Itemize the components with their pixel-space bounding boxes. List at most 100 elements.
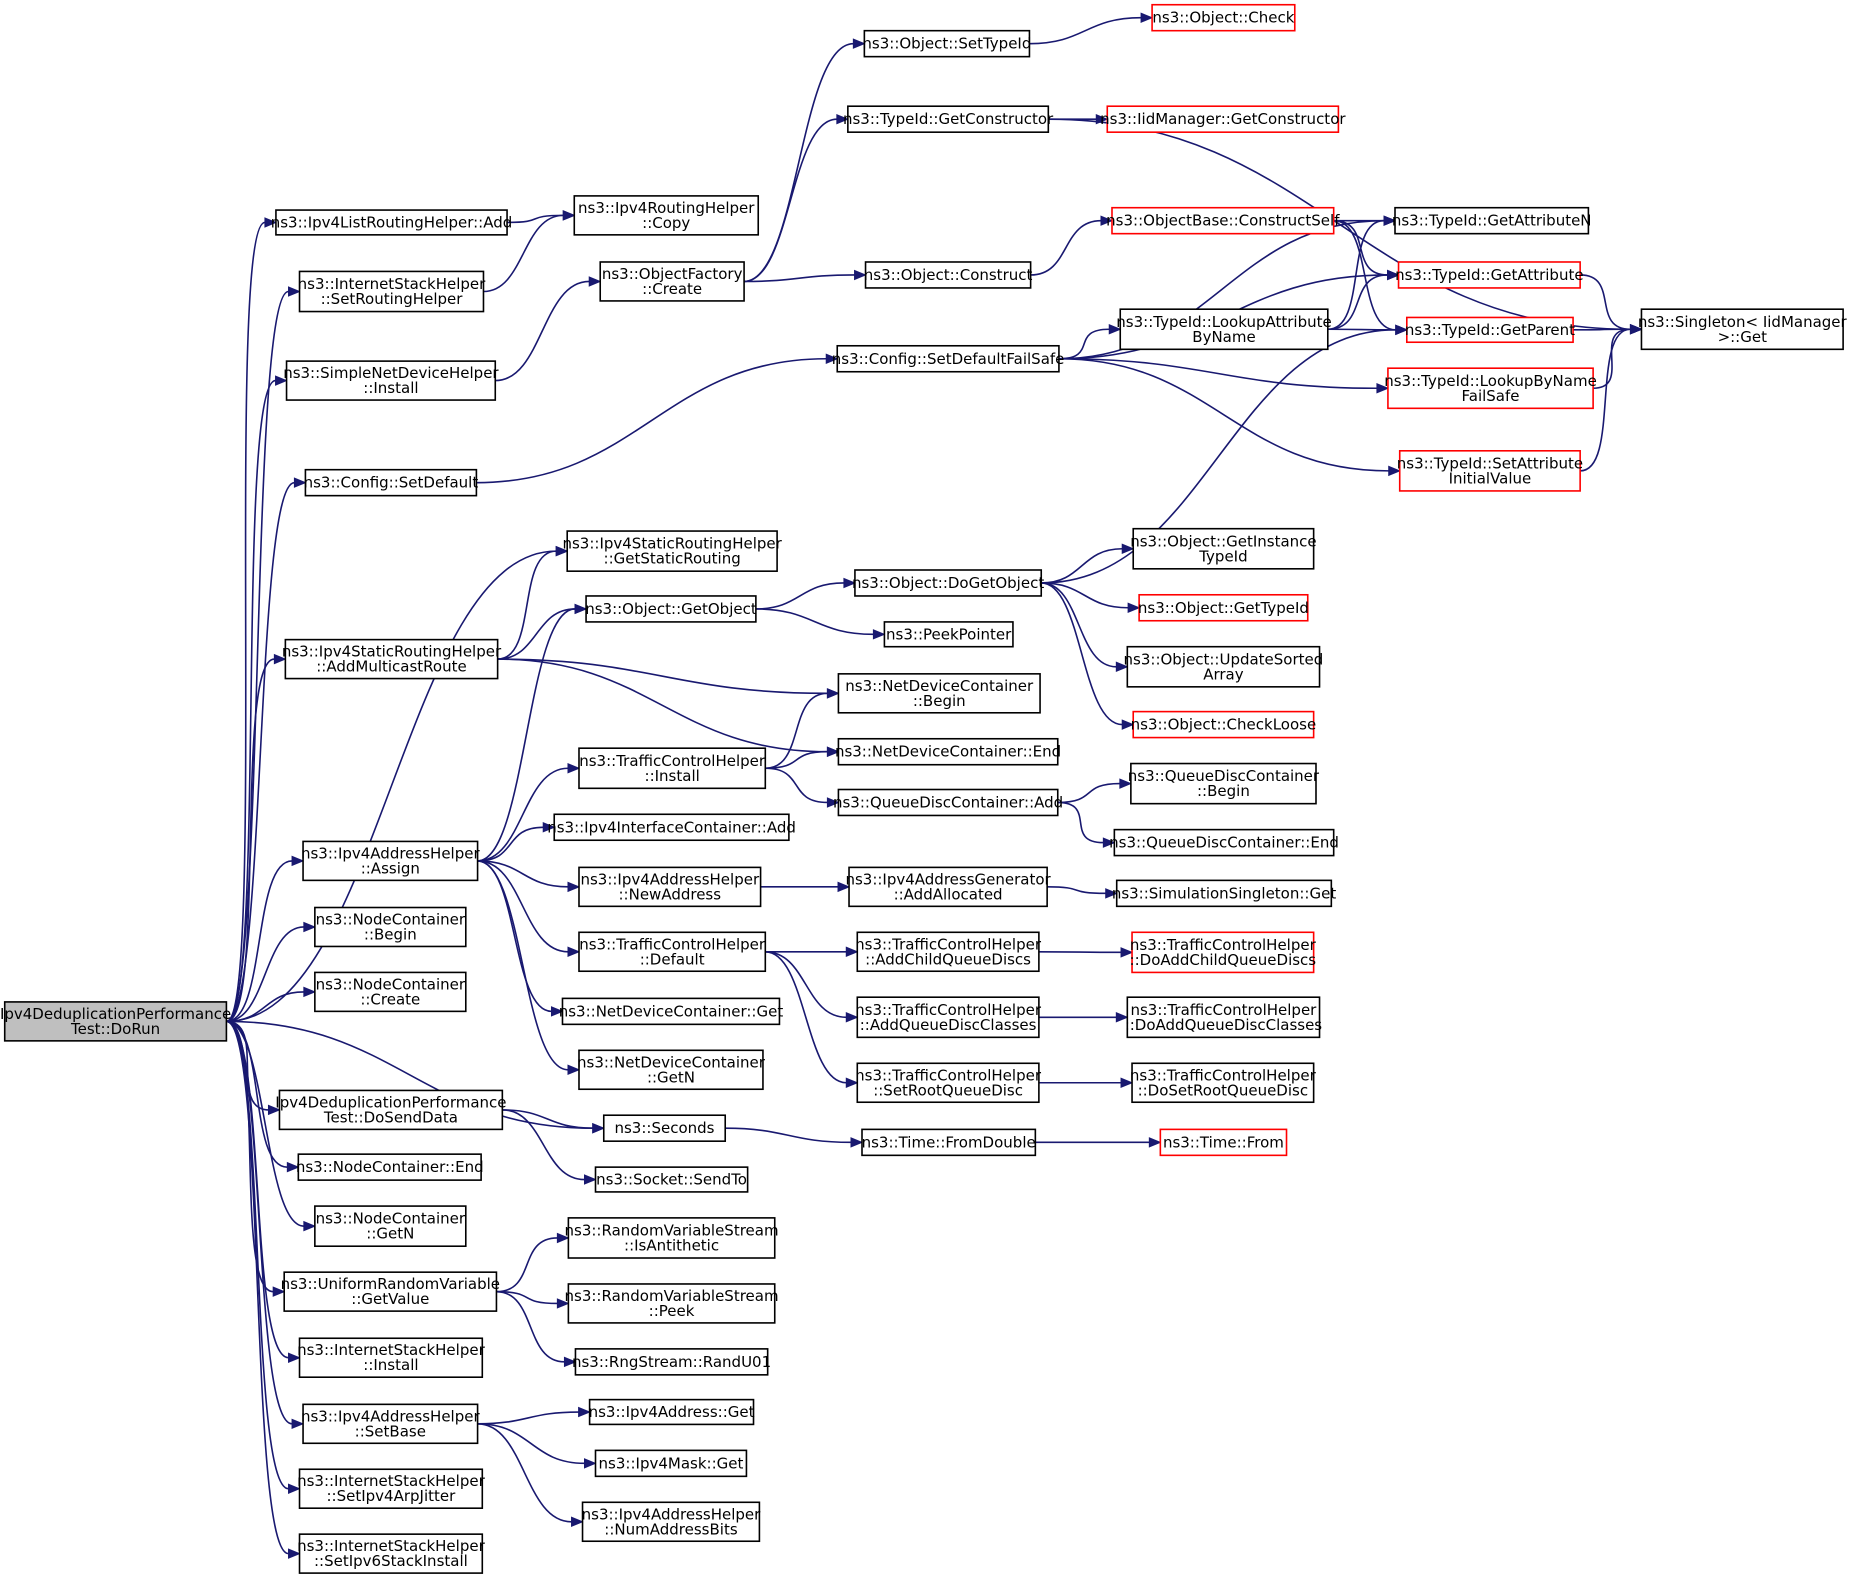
node-label: ns3::RandomVariableStream — [565, 1287, 779, 1305]
node-obj-construct[interactable]: ns3::Object::Construct — [864, 261, 1033, 289]
node-of-create[interactable]: ns3::ObjectFactory::Create — [599, 261, 745, 302]
node-sock-sendto[interactable]: ns3::Socket::SendTo — [594, 1166, 749, 1193]
node-qdc-add[interactable]: ns3::QueueDiscContainer::Add — [833, 788, 1063, 817]
node-ndc-begin[interactable]: ns3::NetDeviceContainer::Begin — [837, 673, 1041, 714]
node-mask-get[interactable]: ns3::Ipv4Mask::Get — [594, 1449, 748, 1478]
node-tch-dosetroot[interactable]: ns3::TrafficControlHelper::DoSetRootQueu… — [1130, 1062, 1317, 1104]
node-box — [283, 1271, 498, 1312]
node-label: ns3::TypeId::GetAttributeN — [1392, 212, 1592, 230]
node-box — [578, 866, 762, 908]
node-singleton-get[interactable]: ns3::Singleton< IidManager >::Get — [1638, 308, 1848, 351]
node-qdc-begin[interactable]: ns3::QueueDiscContainer::Begin — [1128, 762, 1320, 805]
node-box — [1151, 3, 1296, 32]
node-ifc-add[interactable]: ns3::Ipv4InterfaceContainer::Add — [547, 813, 796, 842]
node-ish-ipv6[interactable]: ns3::InternetStackHelper::SetIpv6StackIn… — [297, 1533, 486, 1574]
node-box — [856, 1062, 1040, 1104]
node-label: ns3::Object::Check — [1152, 9, 1294, 27]
node-ndc-get[interactable]: ns3::NetDeviceContainer::Get — [559, 997, 784, 1026]
node-label: ns3::RngStream::RandU01 — [572, 1353, 771, 1371]
node-srh-getstatic[interactable]: ns3::Ipv4StaticRoutingHelper::GetStaticR… — [562, 530, 783, 572]
call-edge-dosend-seconds — [502, 1109, 606, 1134]
node-box — [847, 105, 1050, 133]
node-ndc-getn[interactable]: ns3::NetDeviceContainer::GetN — [577, 1049, 766, 1091]
node-box — [566, 530, 778, 572]
node-seconds[interactable]: ns3::Seconds — [602, 1114, 727, 1142]
node-obj-getobject[interactable]: ns3::Object::GetObject — [585, 595, 757, 623]
node-sndh-install[interactable]: ns3::SimpleNetDeviceHelper::Install — [283, 360, 499, 401]
node-label: ns3::NetDeviceContainer::End — [835, 743, 1061, 761]
node-rh-copy[interactable]: ns3::Ipv4RoutingHelper::Copy — [573, 195, 760, 236]
node-box — [298, 1533, 484, 1574]
node-qdc-end[interactable]: ns3::QueueDiscContainer::End — [1109, 828, 1339, 857]
node-label: ns3::QueueDiscContainer::End — [1109, 834, 1339, 852]
node-obj-gettypeid[interactable]: ns3::Object::GetTypeId — [1138, 593, 1309, 622]
call-edge-srh_addmcast-obj_getobject — [497, 603, 588, 660]
node-label: ns3::TrafficControlHelper — [1130, 936, 1317, 954]
node-box — [1126, 645, 1321, 688]
node-obj-dogetobject[interactable]: ns3::Object::DoGetObject — [852, 569, 1044, 597]
node-iah-assign[interactable]: ns3::Ipv4AddressHelper::Assign — [301, 840, 481, 882]
node-box — [567, 1283, 776, 1324]
node-label: ns3::SimpleNetDeviceHelper — [283, 364, 499, 382]
node-cfg-setdefault[interactable]: ns3::Config::SetDefault — [304, 468, 479, 497]
node-nc-getn[interactable]: ns3::NodeContainer::GetN — [314, 1205, 467, 1248]
node-tch-setroot[interactable]: ns3::TrafficControlHelper::SetRootQueueD… — [855, 1062, 1042, 1104]
node-label: ::SetIpv4ArpJitter — [327, 1487, 457, 1505]
node-label: ::AddAllocated — [894, 885, 1003, 903]
node-cfg-failsafe[interactable]: ns3::Config::SetDefaultFailSafe — [832, 344, 1065, 373]
node-box — [585, 595, 757, 623]
node-ish-setrouting[interactable]: ns3::InternetStackHelper::SetRoutingHelp… — [298, 270, 486, 313]
call-edge-obj_dogetobject-obj_gettypeid — [1041, 582, 1141, 614]
node-tch-install[interactable]: ns3::TrafficControlHelper::Install — [578, 747, 767, 790]
node-box — [578, 1049, 764, 1091]
node-tch-addchild[interactable]: ns3::TrafficControlHelper::AddChildQueue… — [855, 931, 1042, 973]
node-ndc-end[interactable]: ns3::NetDeviceContainer::End — [835, 737, 1061, 766]
node-lrh-add[interactable]: ns3::Ipv4ListRoutingHelper::Add — [271, 209, 513, 236]
node-iid-getctor[interactable]: ns3::IidManager::GetConstructor — [1100, 105, 1346, 133]
node-time-fromdouble[interactable]: ns3::Time::FromDouble — [861, 1128, 1037, 1157]
node-peekpointer[interactable]: ns3::PeekPointer — [883, 621, 1014, 648]
node-obj-check[interactable]: ns3::Object::Check — [1151, 3, 1296, 32]
node-nc-end[interactable]: ns3::NodeContainer::End — [296, 1153, 484, 1181]
node-iah-newaddr[interactable]: ns3::Ipv4AddressHelper::NewAddress — [578, 866, 762, 908]
node-urv-getvalue[interactable]: ns3::UniformRandomVariable::GetValue — [281, 1271, 500, 1312]
node-tch-default[interactable]: ns3::TrafficControlHelper::Default — [578, 931, 767, 973]
node-tch-doaddclasses[interactable]: ns3::TrafficControlHelper::DoAddQueueDis… — [1125, 996, 1323, 1039]
node-srh-addmcast[interactable]: ns3::Ipv4StaticRoutingHelper::AddMultica… — [282, 638, 502, 680]
node-ob-constructself[interactable]: ns3::ObjectBase::ConstructSelf — [1106, 206, 1340, 235]
node-ish-arpjitter[interactable]: ns3::InternetStackHelper::SetIpv4ArpJitt… — [297, 1468, 486, 1509]
node-iag-addalloc[interactable]: ns3::Ipv4AddressGenerator::AddAllocated — [845, 866, 1052, 908]
node-iah-numbits[interactable]: ns3::Ipv4AddressHelper::NumAddressBits — [582, 1501, 762, 1543]
node-time-from[interactable]: ns3::Time::From — [1159, 1128, 1288, 1157]
node-label: ns3::Singleton< IidManager — [1638, 313, 1848, 331]
node-ss-get[interactable]: ns3::SimulationSingleton::Get — [1112, 879, 1337, 908]
node-tid-getattrn[interactable]: ns3::TypeId::GetAttributeN — [1392, 206, 1592, 235]
node-rng-randu01[interactable]: ns3::RngStream::RandU01 — [572, 1348, 771, 1376]
node-tid-getattr[interactable]: ns3::TypeId::GetAttribute — [1395, 261, 1584, 289]
node-obj-settypeid[interactable]: ns3::Object::SetTypeId — [862, 29, 1031, 58]
node-tid-getctor[interactable]: ns3::TypeId::GetConstructor — [843, 105, 1054, 133]
node-label: ns3::TypeId::LookupByName — [1384, 372, 1597, 390]
node-ish-install[interactable]: ns3::InternetStackHelper::Install — [297, 1337, 486, 1378]
node-addr-get[interactable]: ns3::Ipv4Address::Get — [589, 1398, 755, 1426]
node-tid-getparent[interactable]: ns3::TypeId::GetParent — [1405, 316, 1575, 344]
node-box — [1130, 762, 1317, 805]
node-iah-setbase[interactable]: ns3::Ipv4AddressHelper::SetBase — [301, 1403, 481, 1445]
node-dosend[interactable]: Ipv4DeduplicationPerformanceTest::DoSend… — [275, 1089, 507, 1131]
node-rvs-antithetic[interactable]: ns3::RandomVariableStream::IsAntithetic — [565, 1217, 779, 1259]
node-box — [1405, 316, 1574, 344]
node-tch-doaddchild[interactable]: ns3::TrafficControlHelper::DoAddChildQue… — [1130, 931, 1317, 974]
node-tch-addclasses[interactable]: ns3::TrafficControlHelper::AddQueueDiscC… — [855, 996, 1042, 1039]
node-label: ns3::InternetStackHelper — [297, 1472, 485, 1490]
node-box — [1131, 1062, 1315, 1104]
node-nc-begin[interactable]: ns3::NodeContainer::Begin — [314, 906, 467, 948]
node-obj-checkloose[interactable]: ns3::Object::CheckLoose — [1131, 710, 1317, 739]
node-rvs-peek[interactable]: ns3::RandomVariableStream::Peek — [565, 1283, 779, 1324]
node-nc-create[interactable]: ns3::NodeContainer::Create — [314, 971, 467, 1013]
